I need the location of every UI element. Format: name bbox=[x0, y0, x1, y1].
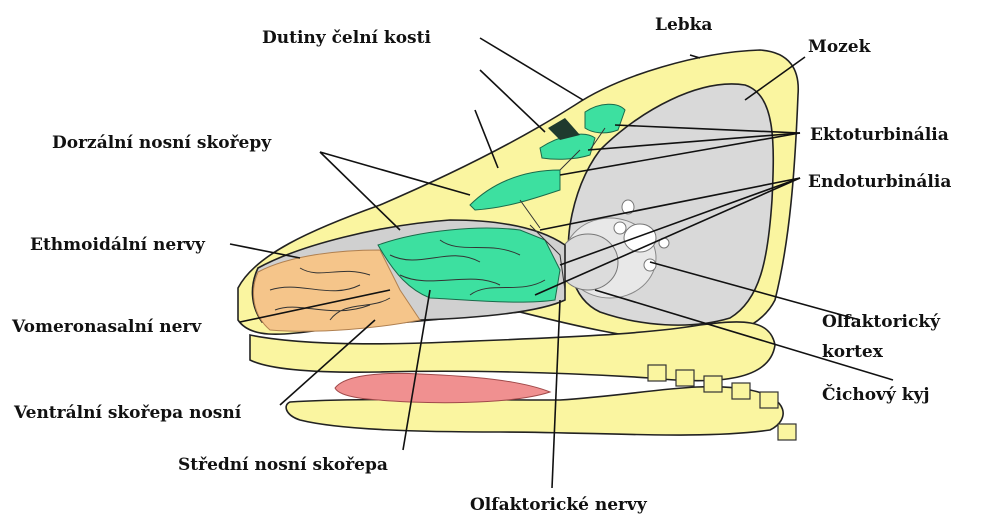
label-endoturbinalia: Endoturbinália bbox=[808, 172, 951, 192]
label-dutiny-celni-kosti: Dutiny čelní kosti bbox=[262, 28, 431, 48]
label-olfaktoricke-nervy: Olfaktorické nervy bbox=[470, 495, 648, 515]
label-mozek: Mozek bbox=[808, 37, 872, 57]
brain-hole-5 bbox=[644, 259, 656, 271]
label-ethmoidalni-nervy: Ethmoidální nervy bbox=[30, 235, 206, 255]
label-cichovy-kyj: Čichový kyj bbox=[822, 384, 930, 405]
label-stredni-nosni-skorepa: Střední nosní skořepa bbox=[178, 455, 388, 475]
label-ventralni-skorepa-nosni: Ventrální skořepa nosní bbox=[13, 403, 242, 423]
brain-hole-2 bbox=[614, 222, 626, 234]
label-olfaktoricky-kortex-line2: kortex bbox=[822, 342, 884, 362]
label-vomeronasalni-nerv: Vomeronasalní nerv bbox=[11, 317, 202, 337]
label-lebka: Lebka bbox=[655, 15, 712, 35]
label-ektoturbinalia: Ektoturbinália bbox=[810, 125, 949, 145]
tongue bbox=[335, 373, 550, 402]
label-olfaktoricky-kortex-line1: Olfaktorický bbox=[822, 312, 941, 332]
label-dorzalni-nosni-skorepy: Dorzální nosní skořepy bbox=[52, 133, 272, 153]
